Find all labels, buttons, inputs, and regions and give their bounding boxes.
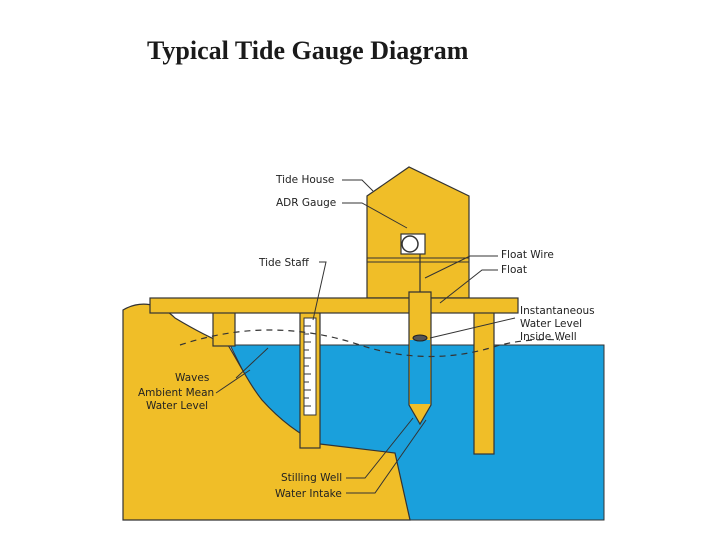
wave-line xyxy=(179,329,561,358)
label-instantaneous-1: Instantaneous xyxy=(520,305,595,317)
diagram-title: Typical Tide Gauge Diagram xyxy=(147,36,469,65)
label-float-wire: Float Wire xyxy=(501,249,554,261)
label-stilling-well: Stilling Well xyxy=(281,472,342,484)
label-waves: Waves xyxy=(175,372,209,384)
pier-deck xyxy=(149,297,519,314)
pier-piling-3 xyxy=(473,311,495,455)
label-float: Float xyxy=(501,264,527,276)
label-water-intake: Water Intake xyxy=(275,488,342,500)
label-ambient-1: Ambient Mean xyxy=(138,387,214,399)
label-tide-house: Tide House xyxy=(275,174,334,186)
float-icon xyxy=(412,334,428,342)
label-tide-staff: Tide Staff xyxy=(258,257,310,269)
label-ambient-2: Water Level xyxy=(146,400,208,412)
tide-house xyxy=(366,166,470,299)
label-adr-gauge: ADR Gauge xyxy=(276,197,336,209)
label-instantaneous-2: Water Level xyxy=(520,318,582,330)
label-instantaneous-3: Inside Well xyxy=(520,331,577,343)
stilling-well-water xyxy=(410,340,430,404)
adr-gauge-icon xyxy=(401,235,419,253)
pier-piling-1 xyxy=(212,311,236,347)
